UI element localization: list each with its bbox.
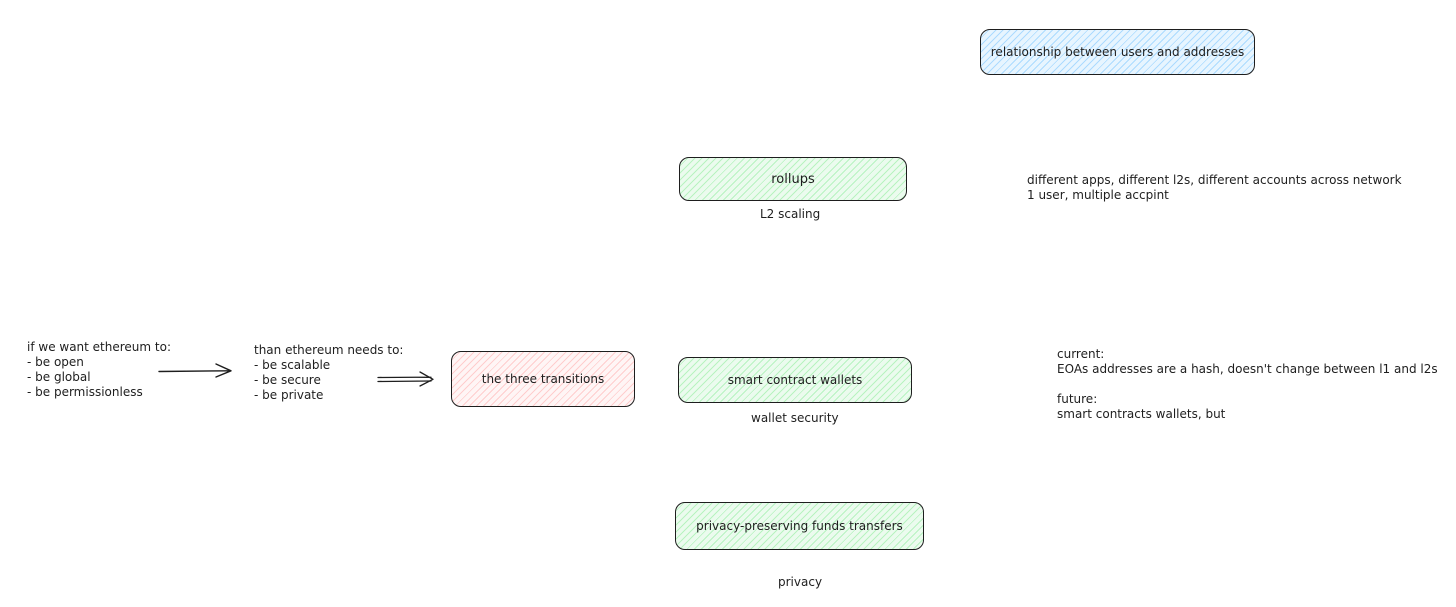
current-note-line: EOAs addresses are a hash, doesn't chang… xyxy=(1057,362,1438,376)
needs-line: than ethereum needs to: xyxy=(254,343,404,357)
accounts-note: different apps, different l2s, different… xyxy=(1027,173,1402,203)
wants-line: - be permissionless xyxy=(27,385,143,399)
privacy-transfers-label: privacy-preserving funds transfers xyxy=(696,519,903,533)
relationship-box: relationship between users and addresses xyxy=(980,29,1255,75)
rollups-caption: L2 scaling xyxy=(760,207,821,221)
relationship-label: relationship between users and addresses xyxy=(990,45,1245,59)
wallets-caption: wallet security xyxy=(751,411,839,425)
future-note-line: future: xyxy=(1057,392,1098,406)
current-note-line: current: xyxy=(1057,347,1105,361)
privacy-transfers-box: privacy-preserving funds transfers xyxy=(675,502,924,550)
future-note-line: smart contracts wallets, but xyxy=(1057,407,1226,421)
note-spacer xyxy=(1057,377,1438,392)
needs-line: - be scalable xyxy=(254,358,331,372)
privacy-caption: privacy xyxy=(778,575,823,589)
accounts-note-line: different apps, different l2s, different… xyxy=(1027,173,1402,187)
current-future-note: current: EOAs addresses are a hash, does… xyxy=(1057,347,1438,422)
accounts-note-line: 1 user, multiple accpint xyxy=(1027,188,1169,202)
wants-line: if we want ethereum to: xyxy=(27,340,172,354)
needs-line: - be private xyxy=(254,388,324,402)
needs-text-block: than ethereum needs to: - be scalable - … xyxy=(254,343,403,403)
smart-contract-wallets-box: smart contract wallets xyxy=(678,357,912,403)
needs-line: - be secure xyxy=(254,373,321,387)
arrow-needs-to-transitions xyxy=(377,371,434,387)
smart-contract-wallets-label: smart contract wallets xyxy=(727,373,863,387)
wants-line: - be open xyxy=(27,355,84,369)
three-transitions-label: the three transitions xyxy=(481,372,605,386)
rollups-label: rollups xyxy=(771,171,815,187)
wants-text-block: if we want ethereum to: - be open - be g… xyxy=(27,340,171,400)
three-transitions-box: the three transitions xyxy=(451,351,635,407)
arrow-wants-to-needs xyxy=(158,363,232,378)
wants-line: - be global xyxy=(27,370,91,384)
rollups-box: rollups xyxy=(679,157,907,201)
